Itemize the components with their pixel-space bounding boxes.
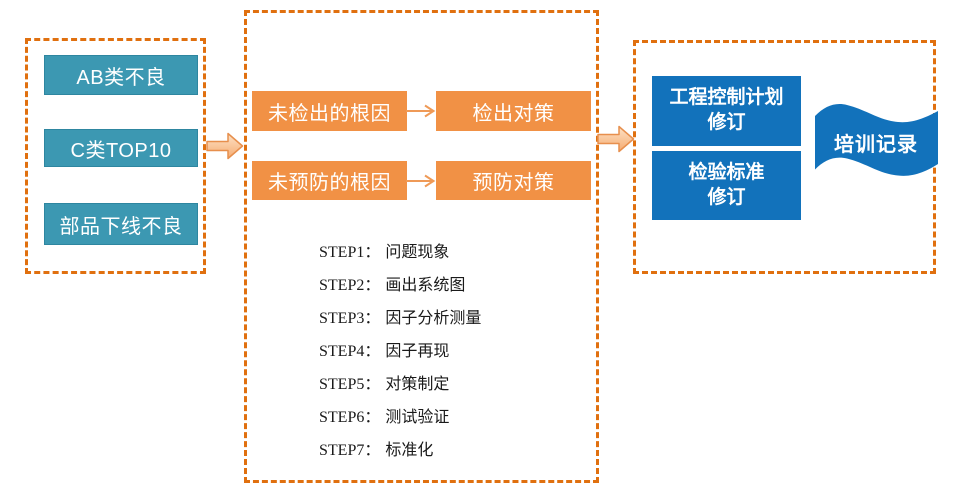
output-box-control-plan-line2: 修订 <box>707 112 746 133</box>
step-6-number: STEP6： <box>319 408 381 426</box>
step-4-label: 因子再现 <box>385 342 450 360</box>
defect-input-panel: AB类不良 C类TOP10 部品下线不良 <box>25 38 206 274</box>
step-item-7: STEP7： 标准化 <box>319 431 589 464</box>
defect-box-ab: AB类不良 <box>44 55 198 95</box>
cause-box-unprevented-label: 未预防的根因 <box>268 172 391 194</box>
output-box-control-plan: 工程控制计划 修订 <box>652 76 801 146</box>
training-record-label: 培训记录 <box>834 133 918 156</box>
step-2-number: STEP2： <box>319 276 381 294</box>
arrow-right-connector-icon <box>406 104 436 118</box>
step-7-label: 标准化 <box>385 441 434 459</box>
step-3-label: 因子分析测量 <box>385 309 482 327</box>
step-list: STEP1： 问题现象 STEP2： 画出系统图 STEP3： 因子分析测量 S… <box>319 233 589 464</box>
cause-box-undetected-label: 未检出的根因 <box>268 102 391 125</box>
analysis-panel: 未检出的根因 检出对策 未预防的根因 预防对策 STEP1： 问题现象 STEP… <box>244 10 599 483</box>
defect-box-offline-label: 部品下线不良 <box>59 215 183 238</box>
output-panel: 工程控制计划 修订 检验标准 修订 培训记录 <box>633 40 938 274</box>
step-3-number: STEP3： <box>319 309 381 327</box>
step-5-number: STEP5： <box>319 375 381 393</box>
step-item-6: STEP6： 测试验证 <box>319 398 589 431</box>
step-7-number: STEP7： <box>319 441 381 459</box>
output-box-inspection-standard-line2: 修订 <box>707 186 746 208</box>
defect-box-offline: 部品下线不良 <box>44 203 198 245</box>
step-1-number: STEP1： <box>319 243 381 261</box>
cause-box-undetected: 未检出的根因 <box>252 91 407 131</box>
measure-box-detection-label: 检出对策 <box>472 102 555 125</box>
step-item-3: STEP3： 因子分析测量 <box>319 299 589 332</box>
measure-box-detection: 检出对策 <box>436 91 591 131</box>
measure-box-prevention: 预防对策 <box>436 161 591 200</box>
output-box-inspection-standard-line1: 检验标准 <box>688 161 765 183</box>
step-item-4: STEP4： 因子再现 <box>319 332 589 365</box>
step-item-1: STEP1： 问题现象 <box>319 233 589 266</box>
measure-box-prevention-label: 预防对策 <box>472 172 555 194</box>
arrow-right-icon <box>206 132 244 160</box>
step-6-label: 测试验证 <box>385 408 450 426</box>
output-box-inspection-standard: 检验标准 修订 <box>652 151 801 220</box>
step-4-number: STEP4： <box>319 342 381 360</box>
defect-box-ctop10-label: C类TOP10 <box>70 139 172 162</box>
training-record-flag: 培训记录 <box>811 130 941 156</box>
arrow-right-icon <box>597 125 635 153</box>
step-item-5: STEP5： 对策制定 <box>319 365 589 398</box>
wave-banner-icon <box>815 104 938 176</box>
output-box-control-plan-line1: 工程控制计划 <box>669 87 784 109</box>
defect-box-ctop10: C类TOP10 <box>44 129 198 167</box>
step-1-label: 问题现象 <box>385 243 450 261</box>
step-item-2: STEP2： 画出系统图 <box>319 266 589 299</box>
cause-box-unprevented: 未预防的根因 <box>252 161 407 200</box>
step-2-label: 画出系统图 <box>385 276 466 294</box>
arrow-right-connector-icon <box>406 174 436 188</box>
defect-box-ab-label: AB类不良 <box>76 66 166 89</box>
step-5-label: 对策制定 <box>385 375 450 393</box>
